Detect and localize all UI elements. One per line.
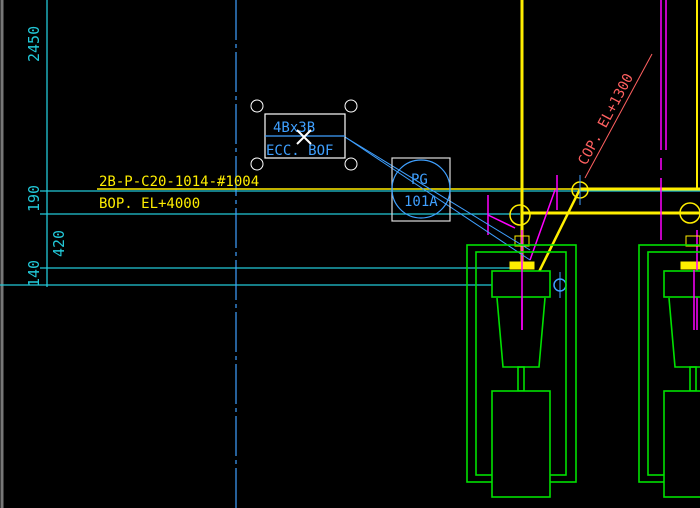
pump-tag[interactable]: PG 101A [391,157,451,222]
pump-tag-top-label: PG [411,172,428,188]
dimension-190: 190 [25,185,43,212]
cop-leader-line [584,53,653,179]
dimension-140: 140 [25,260,43,287]
dimension-lines [0,0,700,287]
leader-line [344,136,531,251]
reducer-tag[interactable]: 4Bx3B ECC. BOF [250,99,358,171]
pump-tag-bottom-label: 101A [404,194,438,210]
cop-elevation-label: COP. EL+1300 [575,71,637,168]
dimension-420: 420 [50,230,68,257]
leader-line [344,136,531,261]
centerlines [487,0,698,330]
reducer-size-label: 4Bx3B [273,120,315,136]
grip-handle[interactable] [250,99,264,113]
insertion-point-icon [296,129,312,145]
pump-equipment [466,244,577,498]
grip-handle[interactable] [344,157,358,171]
line-number-label: 2B-P-C20-1014-#1004 [99,174,259,190]
grip-handle[interactable] [344,99,358,113]
pipe-lines [97,0,700,291]
bop-elevation-label: BOP. EL+4000 [99,196,200,212]
dimension-2450: 2450 [25,26,43,62]
reducer-type-label: ECC. BOF [266,143,333,159]
pump-equipment [638,244,700,498]
grip-handle[interactable] [250,157,264,171]
